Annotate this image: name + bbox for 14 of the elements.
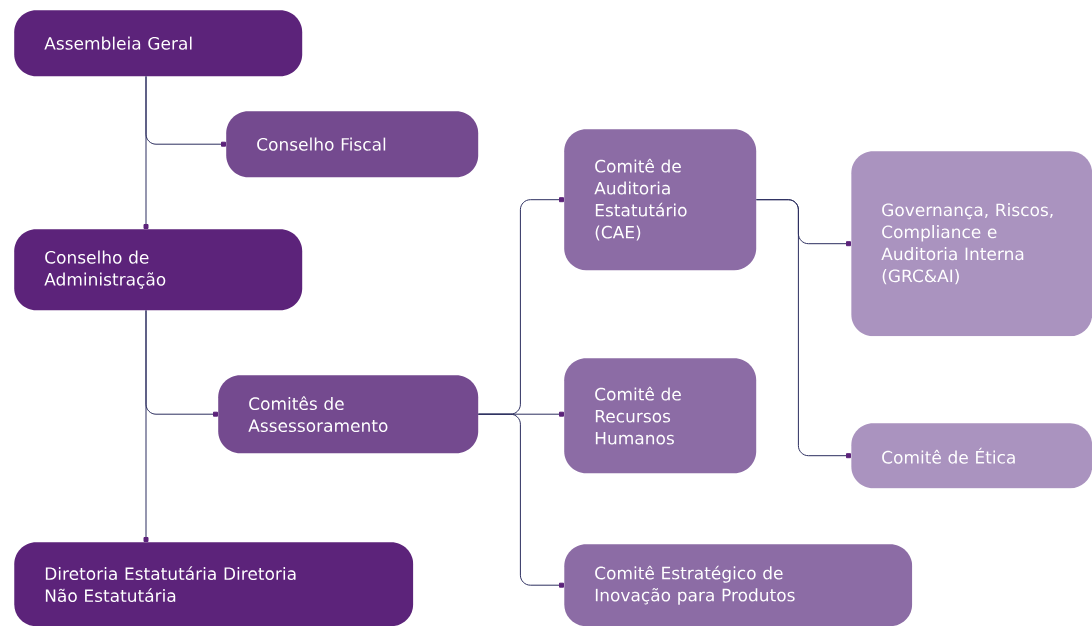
org-box: Assembleia Geral — [14, 10, 303, 77]
org-box: Comitê de Auditoria Estatutário (CAE) — [564, 129, 757, 271]
connector — [143, 309, 149, 542]
org-box: Diretoria Estatutária Diretoria Não Estatutária — [14, 542, 414, 626]
org-box: Comitê Estratégico de Inovação para Produtos — [564, 544, 913, 626]
org-box: Governança, Riscos, Compliance e Auditoria Interna (GRC&AI) — [851, 151, 1092, 337]
org-box: Conselho Fiscal — [226, 111, 479, 178]
connector — [477, 413, 564, 588]
org-box: Comitê de Ética — [851, 423, 1092, 489]
org-box: Conselho de Administração — [14, 229, 303, 311]
org-box: Comitê de Recursos Humanos — [564, 358, 757, 474]
connector — [755, 199, 851, 459]
org-box: Comitês de Assessoramento — [218, 375, 479, 454]
connector — [143, 75, 149, 229]
